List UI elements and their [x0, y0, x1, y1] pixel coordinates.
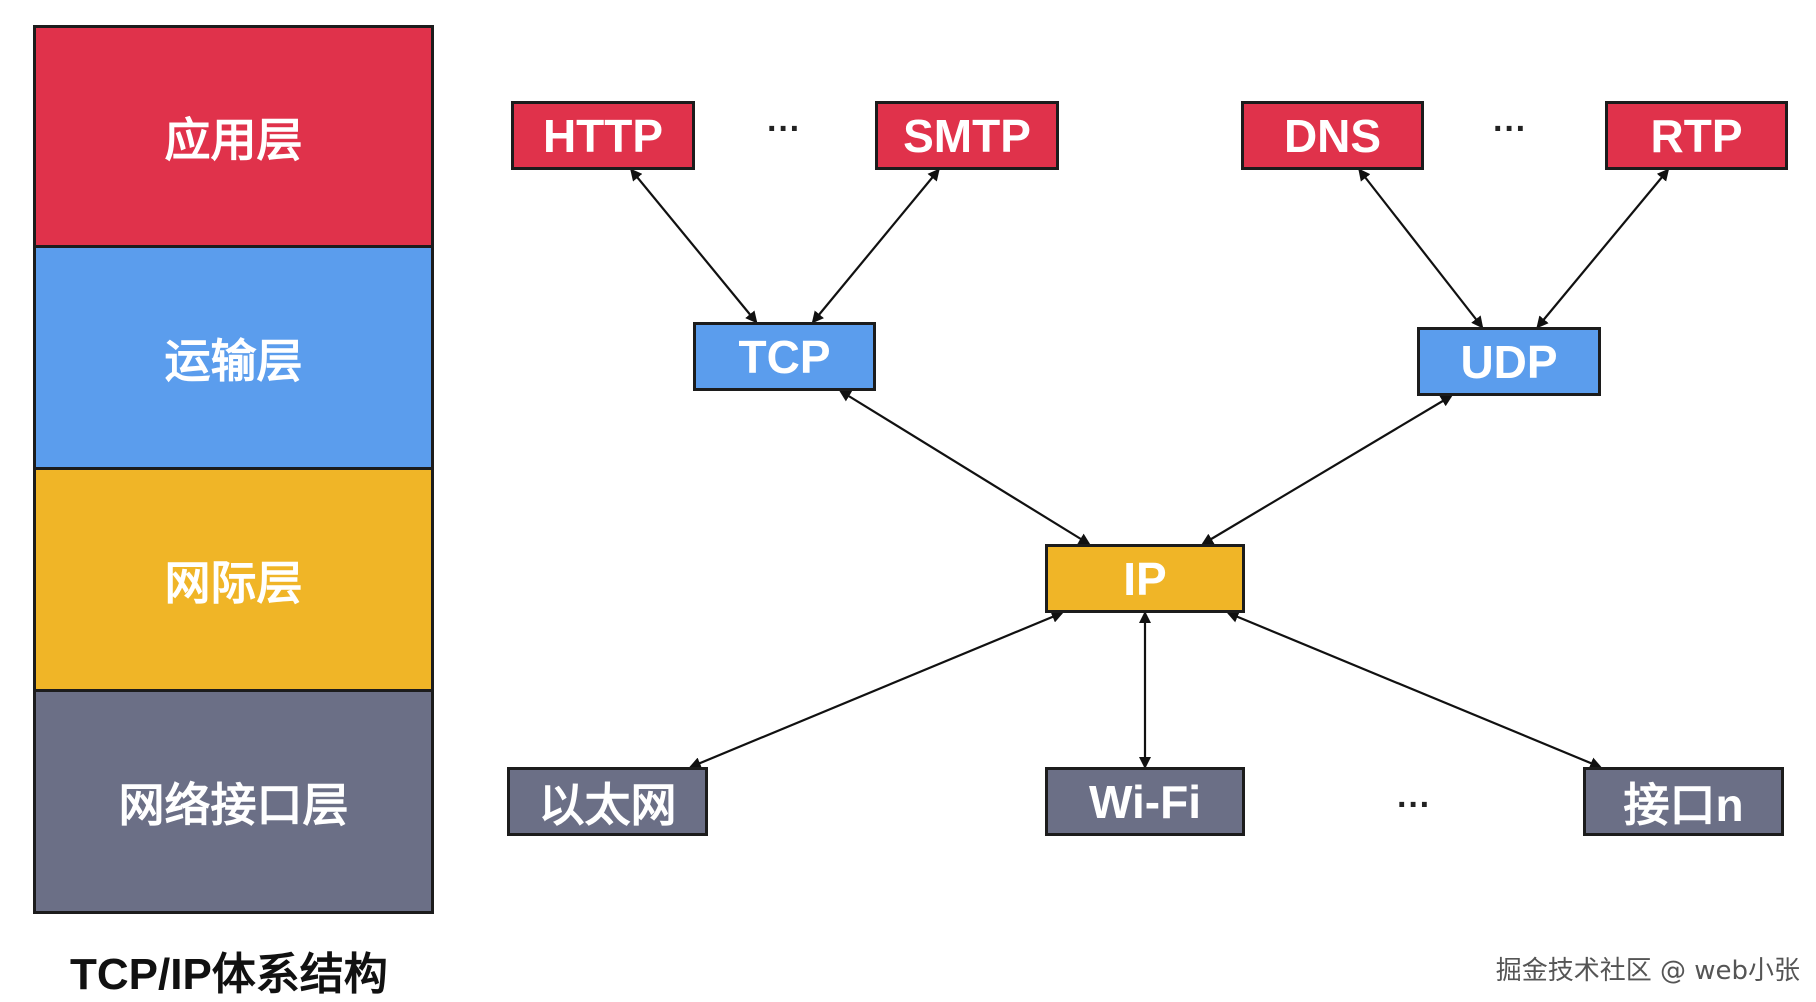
layer-internet: 网际层: [33, 470, 434, 692]
node-tcp-label: TCP: [738, 330, 831, 383]
ellipsis-interfaces: ···: [1397, 786, 1431, 824]
layer-transport-label: 运输层: [164, 333, 303, 388]
layer-transport: 运输层: [33, 248, 434, 470]
layer-application-label: 应用层: [164, 112, 303, 167]
edge-rtp-udp: [1536, 168, 1670, 329]
layer-internet-label: 网际层: [164, 555, 303, 610]
node-ethernet-label: 以太网: [538, 778, 677, 831]
edge-dns-udp: [1358, 168, 1484, 329]
layer-link: 网络接口层: [33, 692, 434, 914]
node-rtp: RTP: [1605, 101, 1788, 170]
node-dns: DNS: [1241, 101, 1424, 170]
node-rtp-label: RTP: [1650, 109, 1743, 162]
node-smtp-label: SMTP: [903, 109, 1031, 162]
node-interface-n-label: 接口n: [1623, 778, 1744, 831]
node-smtp: SMTP: [875, 101, 1059, 170]
diagram-caption: TCP/IP体系结构: [70, 950, 388, 999]
edge-ip-ethernet: [688, 611, 1064, 769]
node-http-label: HTTP: [542, 109, 664, 162]
node-wifi: Wi-Fi: [1045, 767, 1245, 836]
edge-ip-interface_n: [1226, 611, 1603, 769]
edge-smtp-tcp: [811, 168, 940, 324]
edge-http-tcp: [630, 168, 758, 324]
node-udp-label: UDP: [1460, 335, 1558, 388]
ellipsis-udp-apps: ···: [1493, 110, 1527, 148]
layer-application: 应用层: [33, 25, 434, 248]
node-ethernet: 以太网: [507, 767, 708, 836]
node-dns-label: DNS: [1283, 109, 1382, 162]
ellipsis-tcp-apps: ···: [767, 110, 801, 148]
node-http: HTTP: [511, 101, 695, 170]
watermark: 掘金技术社区 @ web小张: [1495, 956, 1800, 986]
node-wifi-label: Wi-Fi: [1089, 775, 1201, 828]
node-tcp: TCP: [693, 322, 876, 391]
node-udp: UDP: [1417, 327, 1601, 396]
layer-link-label: 网络接口层: [118, 777, 349, 832]
edge-udp-ip: [1201, 394, 1453, 546]
node-interface-n: 接口n: [1583, 767, 1784, 836]
node-ip: IP: [1045, 544, 1245, 613]
node-ip-label: IP: [1123, 552, 1167, 605]
edge-tcp-ip: [838, 389, 1091, 546]
